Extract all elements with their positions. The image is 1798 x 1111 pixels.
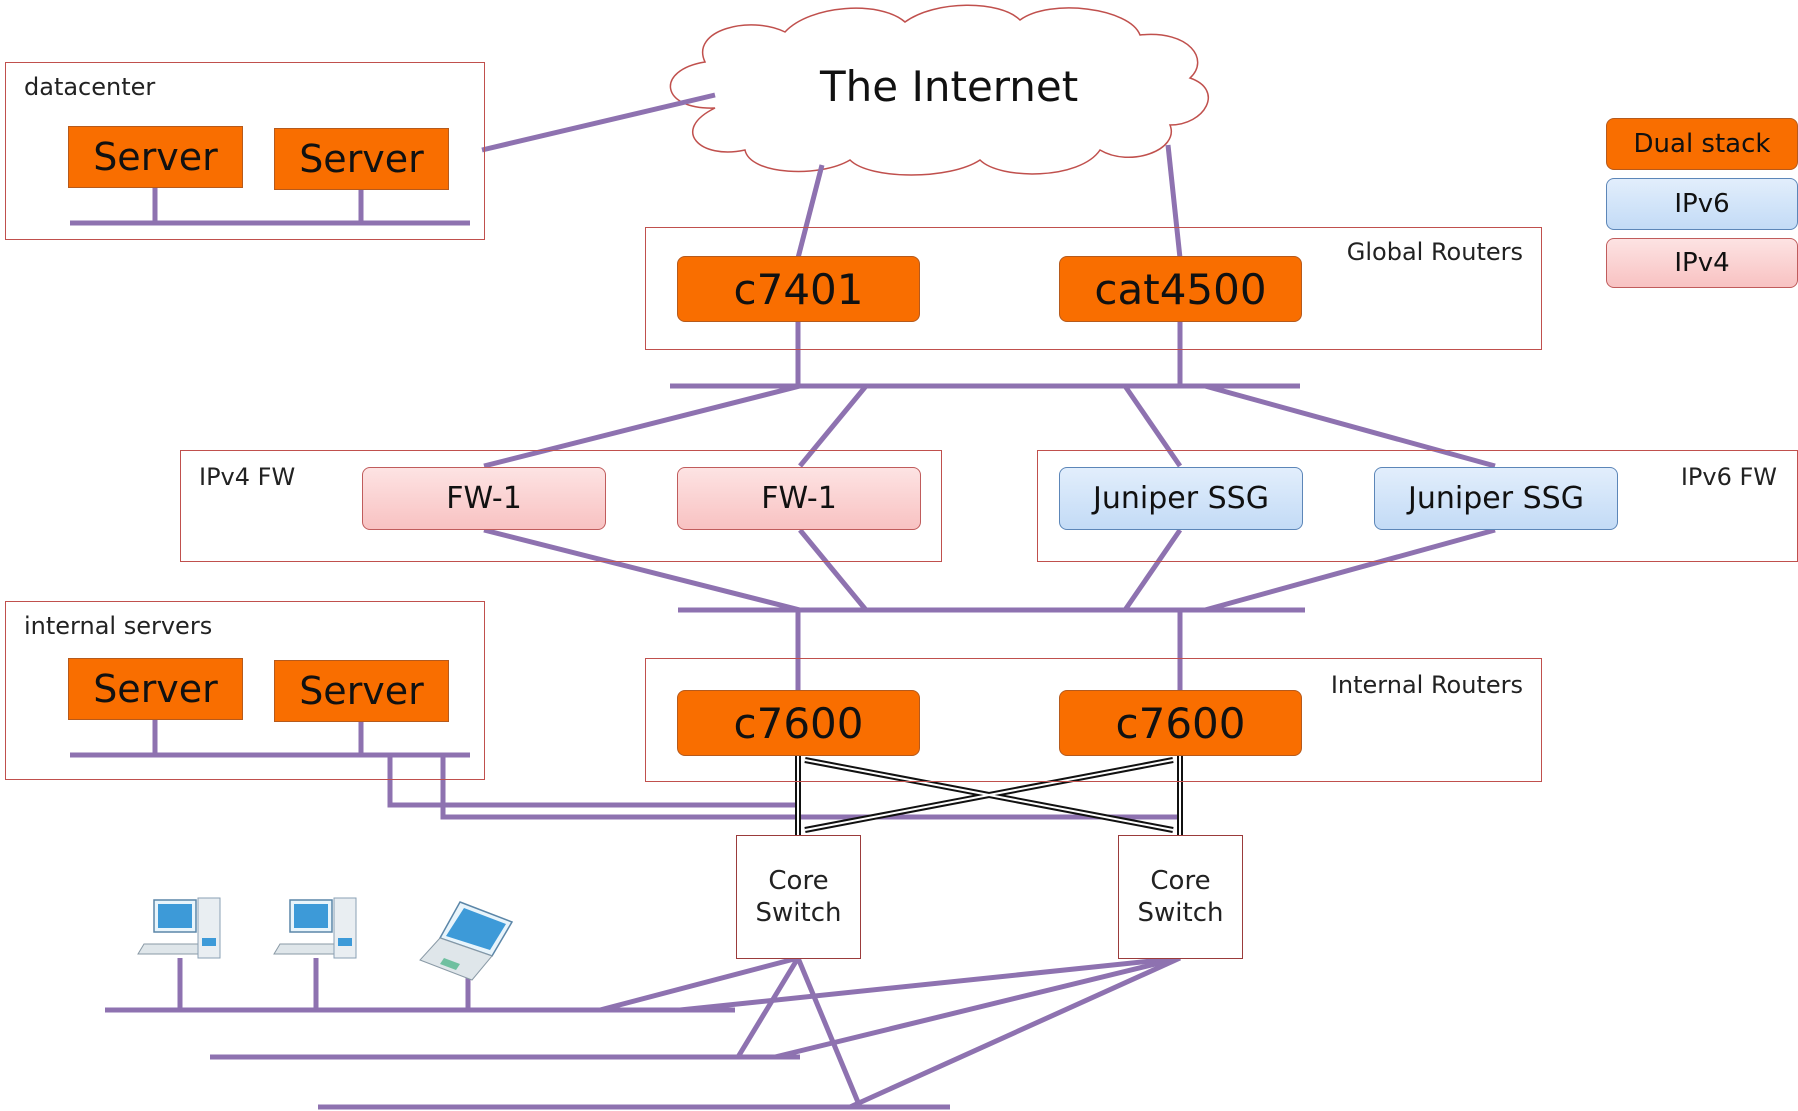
internet-label: The Internet (820, 62, 1079, 111)
internal-routers-label: Internal Routers (1330, 671, 1523, 699)
ipv6-firewall-2[interactable]: Juniper SSG (1374, 467, 1618, 530)
ipv4-firewall-1[interactable]: FW-1 (362, 467, 606, 530)
internet-cloud (669, 4, 1210, 176)
ipv6-fw-label: IPv6 FW (1680, 463, 1777, 491)
global-routers-group: Global Routers (645, 227, 1542, 350)
core-switch-1[interactable]: Core Switch (736, 835, 861, 959)
ipv4-firewall-2[interactable]: FW-1 (677, 467, 921, 530)
ipv4-fw-label: IPv4 FW (199, 463, 296, 491)
internal-server-1[interactable]: Server (68, 658, 243, 720)
global-routers-label: Global Routers (1346, 238, 1523, 266)
legend-dual-stack: Dual stack (1606, 118, 1798, 170)
core-switch-2[interactable]: Core Switch (1118, 835, 1243, 959)
core-uplinks (795, 755, 1183, 835)
internal-routers-group: Internal Routers (645, 658, 1542, 782)
links (70, 92, 1496, 1110)
core-switch-2-line2: Switch (1137, 898, 1224, 928)
router-c7600-2[interactable]: c7600 (1059, 690, 1302, 756)
internal-servers-label: internal servers (24, 612, 213, 640)
core-switch-1-line2: Switch (755, 898, 842, 928)
datacenter-group: datacenter (5, 62, 485, 240)
core-switch-1-line1: Core (768, 866, 829, 896)
datacenter-server-1[interactable]: Server (68, 126, 243, 188)
legend-ipv4: IPv4 (1606, 238, 1798, 288)
internal-servers-group: internal servers (5, 601, 485, 780)
internal-server-2[interactable]: Server (274, 660, 449, 722)
router-c7401[interactable]: c7401 (677, 256, 920, 322)
laptop-icon (419, 901, 514, 981)
router-c7600-1[interactable]: c7600 (677, 690, 920, 756)
datacenter-label: datacenter (24, 73, 156, 101)
ipv4-fw-group: IPv4 FW (180, 450, 942, 562)
desktop-computer-icon (137, 897, 221, 959)
router-cat4500[interactable]: cat4500 (1059, 256, 1302, 322)
legend-ipv6: IPv6 (1606, 178, 1798, 230)
desktop-computer-icon (273, 897, 357, 959)
ipv6-fw-group: IPv6 FW (1037, 450, 1798, 562)
core-switch-2-line1: Core (1150, 866, 1211, 896)
datacenter-server-2[interactable]: Server (274, 128, 449, 190)
ipv6-firewall-1[interactable]: Juniper SSG (1059, 467, 1303, 530)
